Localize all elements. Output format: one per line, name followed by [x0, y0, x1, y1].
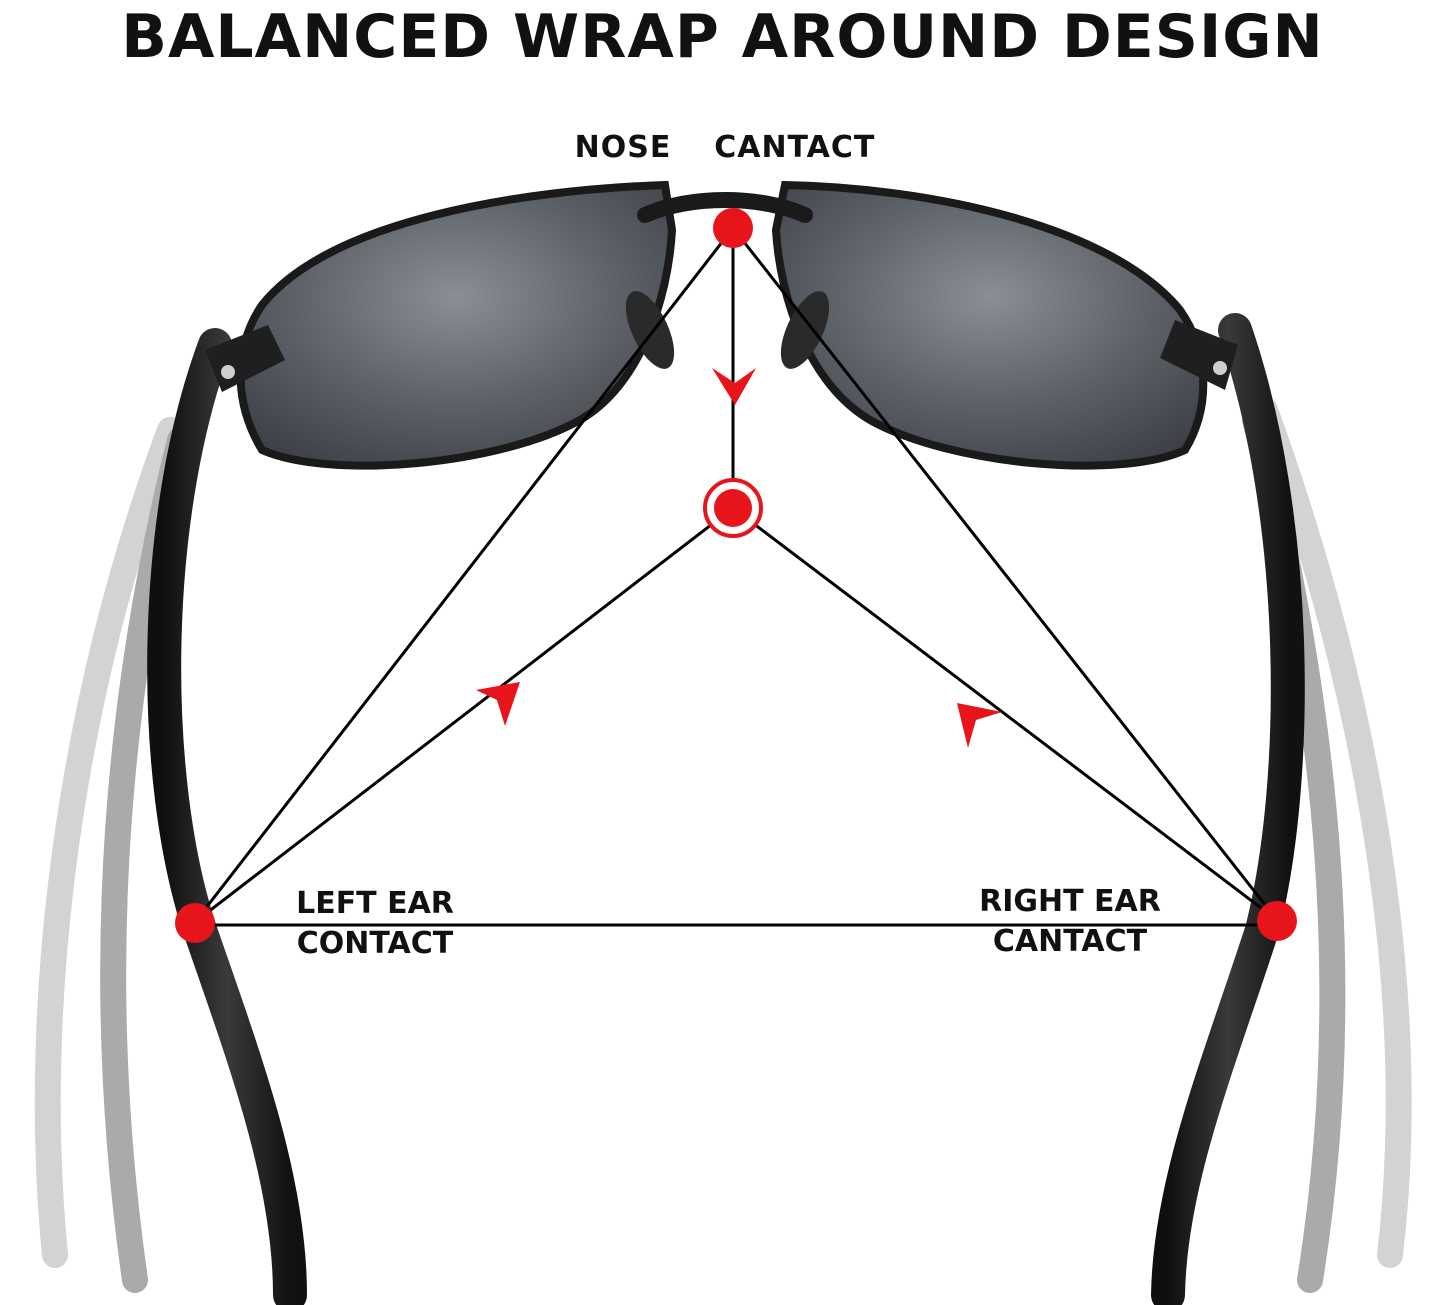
- left-lens: [236, 180, 677, 470]
- nose-contact-label: NOSE CANTACT: [560, 128, 890, 168]
- force-lines: [193, 227, 1279, 927]
- bridge: [637, 192, 813, 223]
- right-temple: [1151, 313, 1305, 1305]
- left-ear-line1: LEFT EAR: [296, 886, 454, 921]
- arrow-right-upward: [957, 703, 1002, 748]
- right-lens: [771, 180, 1208, 470]
- nose-contact-text: NOSE CANTACT: [574, 130, 876, 165]
- right-ear-line2: CANTACT: [992, 924, 1148, 959]
- left-ear-line2: CONTACT: [296, 926, 454, 961]
- left-hinge: [205, 325, 285, 392]
- left-temple: [147, 328, 307, 1305]
- right-ear-contact-point: [1257, 901, 1297, 941]
- arrow-down: [712, 368, 756, 405]
- left-ear-contact-label: LEFT EAR CONTACT: [270, 884, 480, 964]
- right-ear-line1: RIGHT EAR: [979, 884, 1161, 919]
- left-nose-pad: [625, 291, 675, 369]
- headline: BALANCED WRAP AROUND DESIGN: [121, 2, 1324, 72]
- balance-center-point: [703, 478, 763, 538]
- arrow-left-upward: [476, 682, 520, 726]
- right-ear-contact-label: RIGHT EAR CANTACT: [955, 882, 1185, 962]
- nose-contact-point: [713, 208, 753, 248]
- right-hinge: [1160, 320, 1238, 390]
- left-ear-contact-point: [175, 903, 215, 943]
- right-nose-pad: [780, 291, 830, 369]
